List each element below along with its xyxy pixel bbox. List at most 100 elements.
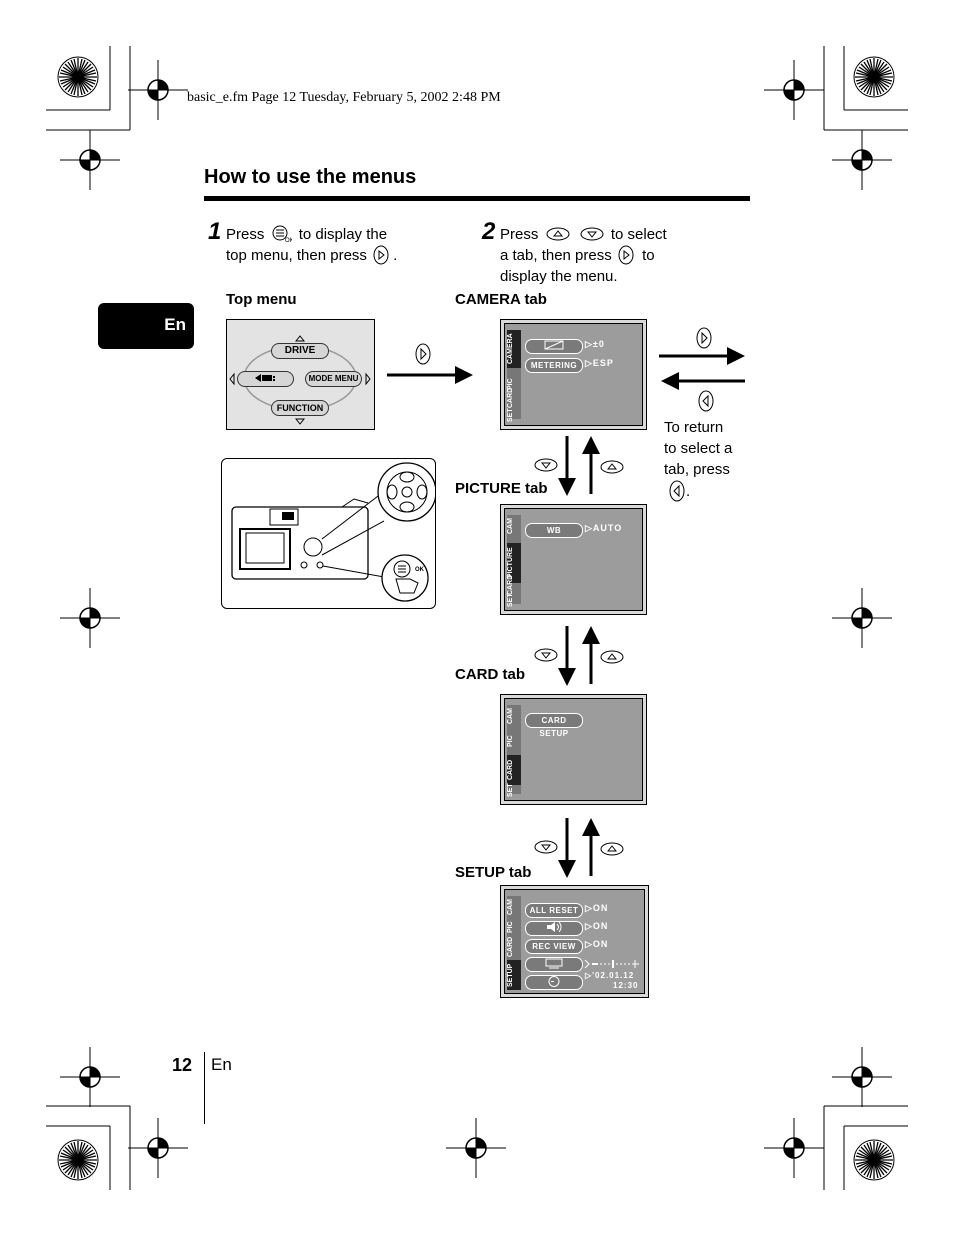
top-menu-screen: DRIVE MODE MENU FUNCTION	[226, 319, 375, 430]
left-arrow-button-icon	[669, 480, 685, 502]
tab-pic[interactable]: PIC	[507, 735, 514, 747]
svg-text:OK: OK	[285, 238, 292, 243]
picture-card-arrows	[534, 626, 624, 686]
mode-menu-button[interactable]: MODE MENU	[305, 371, 362, 387]
camera-inset-ok-label: OK	[415, 567, 425, 573]
return-note-line-3: tab, press	[664, 461, 730, 478]
tab-card[interactable]: CARD	[507, 387, 514, 408]
return-note-line-4: .	[664, 480, 732, 502]
tab-cam[interactable]: CAM	[507, 518, 514, 534]
card-setup-item[interactable]: CARD SETUP	[525, 713, 583, 738]
monitor-brightness-item[interactable]	[525, 957, 583, 972]
tab-setup[interactable]: SETUP	[507, 960, 521, 990]
return-note: To return to select a tab, press .	[664, 417, 732, 502]
tab-pic[interactable]: PIC	[507, 921, 514, 933]
beep-item[interactable]	[525, 921, 583, 936]
picture-tab-strip: CAM PICTURE CARD SET	[507, 515, 521, 607]
title-rule	[204, 196, 750, 201]
camera-tab-screen: CAMERA PIC CARD SET ▷±0 METERING ▷ESP	[500, 319, 647, 430]
return-note-period: .	[686, 483, 691, 500]
camera-back-illustration: OK	[221, 458, 437, 609]
setup-tab-strip: CAM PIC CARD SETUP	[507, 896, 521, 990]
camera-tab-strip: CAMERA PIC CARD SET	[507, 330, 521, 422]
beep-value: ▷ON	[585, 921, 609, 931]
picture-tab-label: PICTURE tab	[455, 480, 548, 497]
time-value: 12:30	[613, 981, 639, 990]
date-time-value: ▷'02.01.12 12:30	[585, 971, 639, 990]
return-note-line-1: To return	[664, 419, 724, 436]
step-1-line-1: Press OK to display the	[226, 224, 387, 245]
rec-view-value: ▷ON	[585, 939, 609, 949]
down-arrow-button-icon	[580, 227, 604, 241]
tab-camera[interactable]: CAMERA	[507, 330, 521, 368]
step-1-period: .	[393, 247, 398, 264]
all-reset-item[interactable]: ALL RESET	[525, 903, 583, 918]
step-2-number: 2	[482, 218, 496, 245]
exposure-comp-item[interactable]	[525, 339, 583, 354]
footer-language: En	[211, 1055, 232, 1074]
step-1-line-2: top menu, then press .	[226, 245, 397, 266]
setup-tab-label: SETUP tab	[455, 864, 532, 881]
step-2-to: to	[642, 247, 655, 264]
metering-value-text: ESP	[592, 358, 614, 368]
camera-picture-arrows	[534, 436, 624, 496]
brightness-slider[interactable]	[583, 957, 643, 971]
card-tab-label: CARD tab	[455, 666, 525, 683]
all-reset-value-text: ON	[592, 903, 609, 913]
all-reset-value: ▷ON	[585, 903, 609, 913]
exposure-comp-value-text: ±0	[592, 339, 605, 349]
tab-cam[interactable]: CAM	[507, 708, 514, 724]
footer-divider	[204, 1052, 205, 1124]
metering-value: ▷ESP	[585, 358, 614, 368]
card-tab-screen: CAM PIC CARD SET CARD SETUP	[500, 694, 647, 805]
image-quality-button[interactable]	[237, 371, 294, 387]
exposure-comp-icon	[544, 340, 564, 350]
tab-card[interactable]: CARD	[507, 755, 521, 785]
tab-set[interactable]: SET	[507, 593, 514, 607]
menu-ok-button-icon: OK	[272, 225, 293, 244]
right-arrow-button-icon	[618, 245, 634, 265]
step-2-line-3: display the menu.	[500, 268, 618, 285]
quality-icon	[254, 374, 275, 382]
language-tab: En	[98, 303, 194, 349]
right-arrow-button-icon	[373, 245, 389, 265]
step-2-then-press: a tab, then press	[500, 247, 612, 264]
exposure-comp-value: ▷±0	[585, 339, 605, 349]
tab-set[interactable]: SET	[507, 408, 514, 422]
camera-tab-label: CAMERA tab	[455, 291, 547, 308]
step-2-line-1: Press to select	[500, 224, 667, 245]
step-1-number: 1	[208, 218, 222, 245]
card-tab-strip: CAM PIC CARD SET	[507, 705, 521, 797]
function-button[interactable]: FUNCTION	[271, 400, 329, 416]
camera-tab-lcd: CAMERA PIC CARD SET ▷±0 METERING ▷ESP	[504, 323, 643, 426]
step-1-then-press: top menu, then press	[226, 247, 367, 264]
wb-value: ▷AUTO	[585, 523, 623, 533]
monitor-icon	[545, 958, 563, 969]
drive-button[interactable]: DRIVE	[271, 343, 329, 359]
camera-body-drawing: OK	[231, 462, 437, 602]
tab-cam[interactable]: CAM	[507, 899, 514, 915]
top-menu-label: Top menu	[226, 291, 297, 308]
page-title: How to use the menus	[204, 166, 417, 188]
tab-set[interactable]: SET	[507, 783, 514, 797]
to-camera-tab-arrow	[387, 343, 473, 384]
beep-value-text: ON	[592, 921, 609, 931]
up-arrow-button-icon	[546, 227, 570, 241]
card-tab-lcd: CAM PIC CARD SET CARD SETUP	[504, 698, 643, 801]
step-2-to-select: to select	[610, 226, 667, 243]
metering-item[interactable]: METERING	[525, 358, 583, 373]
wb-value-text: AUTO	[592, 523, 623, 533]
card-setup-arrows	[534, 818, 624, 878]
right-left-arrows	[659, 327, 745, 412]
setup-tab-lcd: CAM PIC CARD SETUP ALL RESET ▷ON ▷ON REC…	[504, 889, 645, 994]
step-2-press: Press	[500, 226, 539, 243]
wb-item[interactable]: WB	[525, 523, 583, 538]
rec-view-item[interactable]: REC VIEW	[525, 939, 583, 954]
step-1-press: Press	[226, 226, 265, 243]
date-time-item[interactable]	[525, 975, 583, 990]
return-note-line-2: to select a	[664, 440, 733, 457]
setup-tab-screen: CAM PIC CARD SETUP ALL RESET ▷ON ▷ON REC…	[500, 885, 649, 998]
tab-card[interactable]: CARD	[507, 936, 514, 958]
header-slug: basic_e.fm Page 12 Tuesday, February 5, …	[187, 90, 501, 105]
